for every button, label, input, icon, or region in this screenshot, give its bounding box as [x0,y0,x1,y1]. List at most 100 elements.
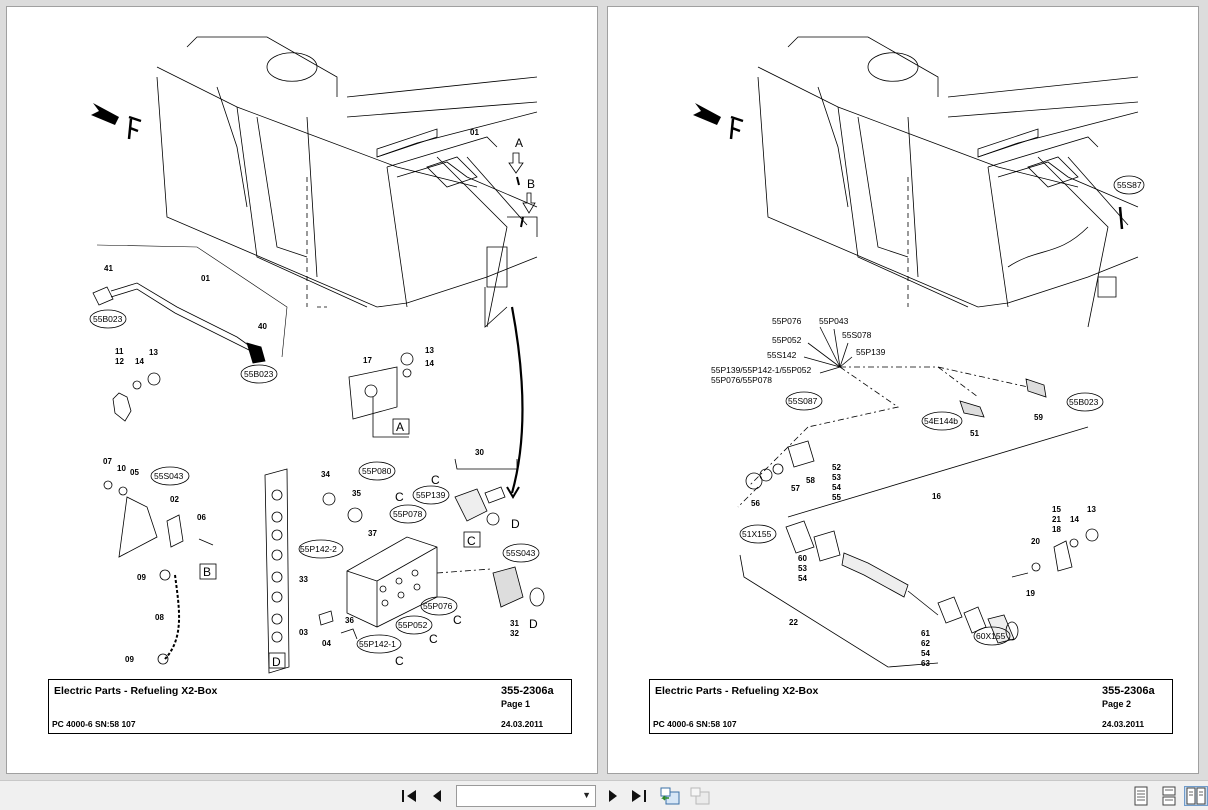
receptacle-drawing [492,566,524,608]
first-page-button[interactable] [398,786,420,806]
callout-14: 14 [1070,515,1079,524]
viewer-toolbar: ▼ [0,780,1208,810]
callout-harness-list-1: 55P139/55P142-1/55P052 [711,365,811,375]
callout-57: 57 [791,484,800,493]
callout-18: 18 [1052,525,1061,534]
go-back-view-button[interactable] [658,786,682,806]
harness-leader-lines [737,326,1029,508]
callout-55p142-2: 55P142-2 [300,544,337,554]
callout-55p080: 55P080 [362,466,392,476]
sensor-51-drawing [959,400,985,418]
plug-drawing [454,488,488,522]
callout-40: 40 [258,322,267,331]
document-page-2: 55S87 55P076 55P043 55P052 55S078 55S142… [607,6,1199,774]
document-page-1: 01 A B 41 01 40 55B023 55B023 11 12 14 1… [6,6,598,774]
facing-pages-view-button[interactable] [1184,786,1208,806]
label-strip-drawing [264,468,290,674]
machine-frame-drawing [757,36,1139,328]
callout-37: 37 [368,529,377,538]
single-page-view-button[interactable] [1130,786,1152,806]
callout-c5: C [395,654,404,668]
page-select[interactable]: ▼ [456,785,596,807]
view-label-b: B [203,565,211,579]
callout-59: 59 [1034,413,1043,422]
callout-41: 41 [104,264,113,273]
drawing-date: 24.03.2011 [501,719,544,729]
cable-16-line [787,426,1089,518]
clamp-drawing [112,392,132,422]
direction-arrow-icon [693,103,744,140]
callout-55s87: 55S87 [1117,180,1142,190]
document-number: 355-2306a [501,685,554,697]
callout-01: 01 [470,128,479,137]
chain-drawing [164,574,180,660]
callout-55p052: 55P052 [398,620,428,630]
cable-assembly-drawing [785,520,1019,644]
previous-page-icon [433,790,441,802]
next-page-icon [609,790,617,802]
next-page-button[interactable] [604,786,622,806]
callout-12: 12 [115,357,124,366]
direction-arrow-icon [91,103,142,140]
single-page-icon [1134,786,1148,806]
socket-box-drawing [346,536,438,628]
callout-06: 06 [197,513,206,522]
callout-harness-list-2: 55P076/55P078 [711,375,772,385]
switch-bracket-drawing [118,496,158,558]
continuous-page-view-button[interactable] [1158,786,1180,806]
last-page-button[interactable] [628,786,650,806]
callout-54a: 54 [832,483,841,492]
callout-55s043-b: 55S043 [506,548,536,558]
page-2-drawing: 55S87 55P076 55P043 55P052 55S078 55S142… [693,36,1145,668]
go-forward-view-button[interactable] [688,786,712,806]
connector-leader-line [510,306,524,494]
callout-a: A [515,136,523,150]
callout-32: 32 [510,629,519,638]
callout-55p052: 55P052 [772,335,802,345]
callout-10: 10 [117,464,126,473]
callout-55s087: 55S087 [788,396,818,406]
callout-52: 52 [832,463,841,472]
title-block: Electric Parts - Refueling X2-Box 355-23… [48,679,572,734]
drawing-date: 24.03.2011 [1102,719,1145,729]
callout-c4: C [429,632,438,646]
callout-55b023-a: 55B023 [93,314,123,324]
machine-model: PC 4000-6 SN:58 107 [52,719,136,729]
callout-55s043-a: 55S043 [154,471,184,481]
last-page-icon [632,790,646,802]
page-number: Page 2 [1102,699,1132,709]
callout-30: 30 [475,448,484,457]
view-b-arrow-icon [522,192,536,214]
callout-03: 03 [299,628,308,637]
callout-01b: 01 [201,274,210,283]
previous-page-button[interactable] [428,786,446,806]
callout-35: 35 [352,489,361,498]
page-number: Page 1 [501,699,531,709]
callout-61: 61 [921,629,930,638]
go-back-view-icon [660,787,680,805]
machine-frame-drawing [156,36,538,328]
title-block: Electric Parts - Refueling X2-Box 355-23… [649,679,1173,734]
callout-21: 21 [1052,515,1061,524]
sensor-cable-drawing [92,244,288,364]
chevron-down-icon: ▼ [582,790,591,800]
callout-14b: 14 [425,359,434,368]
sensor-59-drawing [1025,378,1047,398]
callout-22: 22 [789,618,798,627]
view-label-a: A [396,420,404,434]
callout-d1: D [511,517,520,531]
continuous-page-icon [1162,786,1176,806]
callout-13: 13 [1087,505,1096,514]
page-1-drawing: 01 A B 41 01 40 55B023 55B023 11 12 14 1… [89,36,545,674]
callout-60: 60 [798,554,807,563]
callout-55: 55 [832,493,841,502]
callout-55p078: 55P078 [393,509,423,519]
callout-55b023-b: 55B023 [244,369,274,379]
callout-c2: C [395,490,404,504]
callout-55s078: 55S078 [842,330,872,340]
callout-55s142: 55S142 [767,350,797,360]
machine-model: PC 4000-6 SN:58 107 [653,719,737,729]
clamp-drawing [1053,540,1073,572]
callout-62: 62 [921,639,930,648]
first-page-icon [402,790,416,802]
